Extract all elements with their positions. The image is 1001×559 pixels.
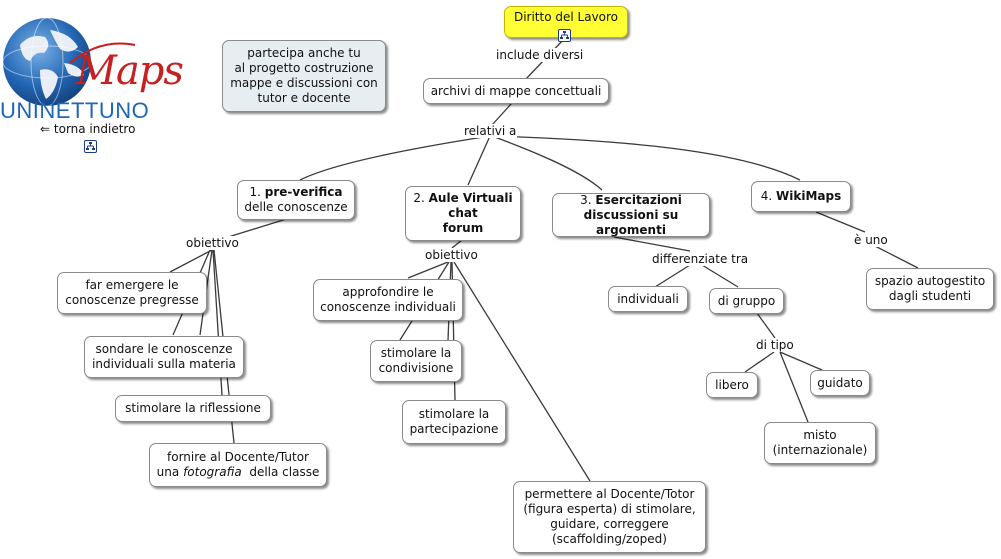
branch-title: pre-verifica — [264, 185, 343, 199]
branch-title: discussioni su argomenti — [583, 207, 679, 237]
link-label: differenziate tra — [651, 252, 750, 266]
root-label: Diritto del Lavoro — [513, 10, 619, 24]
node-text: dagli studenti — [888, 289, 972, 303]
node-text-italic: fotografia — [183, 465, 242, 479]
node-text: della classe — [249, 465, 320, 479]
node-text: stimolare la riflessione — [125, 401, 261, 415]
node-text: libero — [715, 377, 749, 392]
node-text: sondare le conoscenze — [95, 342, 233, 356]
node-approfondire[interactable]: approfondire le conoscenze individuali — [313, 279, 463, 321]
node-text: una — [156, 465, 180, 479]
node-text: permettere al Docente/Totor — [524, 487, 695, 501]
branch-title: chat — [448, 206, 478, 220]
node-text: individuali sulla materia — [92, 357, 236, 371]
branch-title: forum — [442, 221, 484, 235]
logo[interactable] — [0, 15, 190, 125]
link-label: obiettivo — [424, 248, 479, 262]
branch-number: 3. — [580, 192, 592, 207]
archivi-label: archivi di mappe concettuali — [430, 83, 602, 98]
node-text: (figura esperta) di stimolare, — [523, 502, 696, 516]
link-label: è uno — [853, 233, 889, 247]
branch-title: Esercitazioni — [595, 192, 682, 207]
node-stimolare-partecipazione[interactable]: stimolare la partecipazione — [402, 400, 506, 444]
node-text: individuali — [617, 291, 679, 306]
logo-swoosh — [69, 42, 136, 64]
node-far-emergere[interactable]: far emergere le conoscenze pregresse — [57, 272, 207, 314]
node-text: far emergere le — [85, 278, 179, 292]
node-individuali[interactable]: individuali — [608, 286, 688, 312]
node-libero[interactable]: libero — [706, 372, 758, 398]
node-di-gruppo[interactable]: di gruppo — [709, 288, 784, 314]
back-link[interactable]: ⇐ torna indietro — [40, 122, 135, 136]
branch-pre-verifica[interactable]: 1. pre-verifica delle conoscenze — [237, 180, 355, 220]
node-stimolare-condivisione[interactable]: stimolare la condivisione — [370, 340, 462, 382]
node-fornire-fotografia[interactable]: fornire al Docente/Tutor una fotografia … — [149, 443, 327, 487]
node-text: guidare, correggere — [550, 517, 669, 531]
branch-number: 2. — [413, 191, 425, 205]
node-text: partecipazione — [409, 422, 499, 436]
branch-number: 4. — [760, 189, 773, 203]
info-box: partecipa anche tu al progetto costruzio… — [222, 40, 386, 112]
submap-icon[interactable] — [84, 140, 97, 153]
back-arrow-icon: ⇐ — [40, 122, 51, 136]
archivi-node[interactable]: archivi di mappe concettuali — [423, 78, 609, 104]
globe-icon — [2, 17, 92, 107]
node-text: spazio autogestito — [874, 274, 986, 288]
node-sondare[interactable]: sondare le conoscenze individuali sulla … — [84, 336, 244, 378]
node-text: guidato — [817, 375, 863, 390]
node-text: fornire al Docente/Tutor — [167, 450, 309, 464]
node-text: (internazionale) — [772, 443, 868, 457]
link-label: di tipo — [755, 338, 795, 352]
node-text: (scaffolding/zoped) — [552, 532, 667, 546]
link-label: obiettivo — [185, 236, 240, 250]
node-text: condivisione — [378, 361, 454, 375]
logo-brand-text: UNINETTUNO — [0, 98, 150, 123]
node-text: conoscenze pregresse — [65, 293, 199, 307]
node-guidato[interactable]: guidato — [810, 370, 870, 396]
submap-icon[interactable] — [558, 29, 571, 42]
node-stimolare-riflessione[interactable]: stimolare la riflessione — [115, 395, 271, 422]
branch-wikimaps[interactable]: 4. WikiMaps — [751, 181, 851, 212]
info-line: partecipa anche tu — [247, 46, 361, 60]
node-text: conoscenze individuali — [320, 300, 456, 314]
node-misto[interactable]: misto (internazionale) — [764, 422, 876, 464]
info-line: tutor e docente — [257, 91, 351, 105]
logo-maps-text: Maps — [76, 48, 184, 94]
branch-esercitazioni[interactable]: 3. Esercitazioni discussioni su argoment… — [552, 193, 710, 237]
info-line: mappe e discussioni con — [230, 76, 378, 90]
link-label: include diversi — [495, 48, 585, 62]
node-text: misto — [803, 428, 837, 442]
branch-aule-virtuali[interactable]: 2. Aule Virtuali chat forum — [405, 186, 521, 241]
node-text: approfondire le — [342, 285, 434, 299]
node-text: di gruppo — [717, 293, 776, 308]
node-spazio-autogestito[interactable]: spazio autogestito dagli studenti — [866, 268, 994, 310]
link-label: relativi a — [463, 124, 518, 138]
branch-subtitle: delle conoscenze — [244, 200, 348, 214]
node-text: stimolare la — [380, 346, 452, 360]
branch-title: WikiMaps — [776, 189, 842, 203]
branch-title: Aule Virtuali — [428, 191, 513, 205]
branch-number: 1. — [249, 185, 261, 199]
node-text: stimolare la — [418, 407, 490, 421]
back-label: torna indietro — [53, 122, 136, 136]
info-line: al progetto costruzione — [234, 61, 374, 75]
node-permettere[interactable]: permettere al Docente/Totor (figura espe… — [513, 481, 706, 553]
